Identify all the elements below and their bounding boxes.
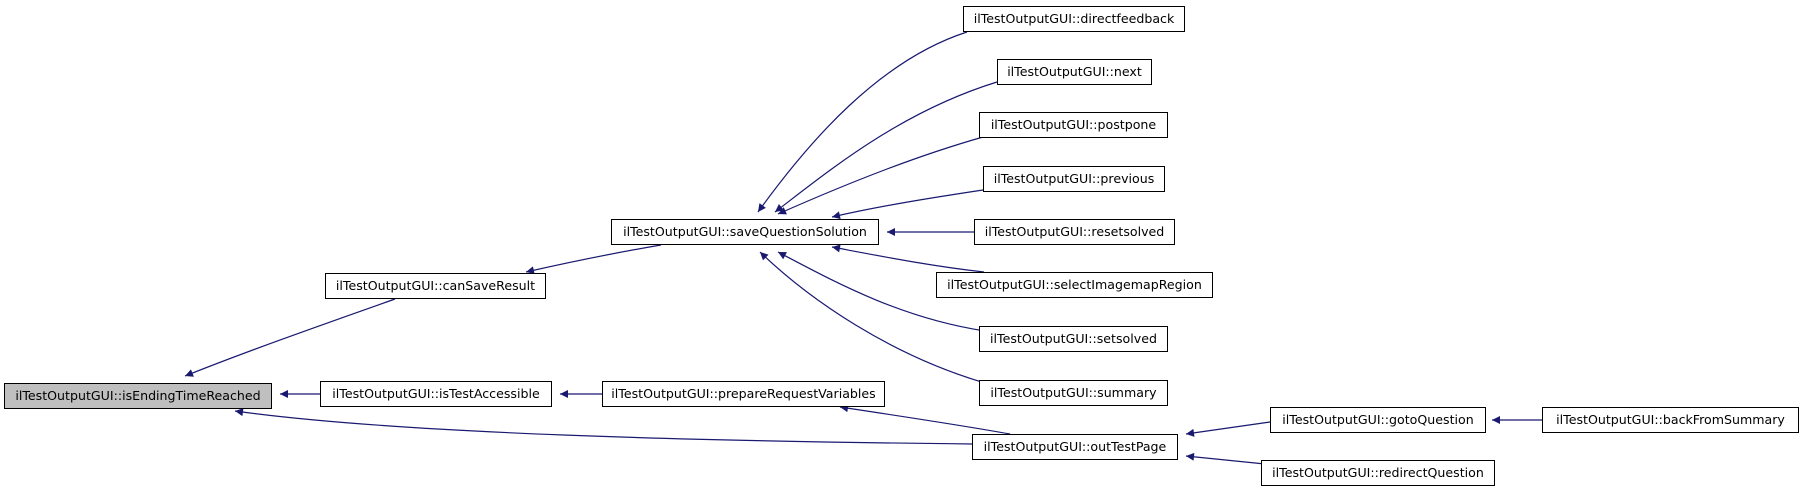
node-postpone[interactable]: ilTestOutputGUI::postpone <box>979 112 1168 138</box>
edge-gotoQuestion-to-outTestPage <box>1185 421 1271 437</box>
node-is-test-accessible[interactable]: ilTestOutputGUI::isTestAccessible <box>320 381 552 407</box>
edge-summary-to-saveQuestionSolution <box>759 251 986 384</box>
edge-outTestPage-to-root <box>234 408 973 445</box>
node-next[interactable]: ilTestOutputGUI::next <box>997 59 1152 85</box>
node-setsolved[interactable]: ilTestOutputGUI::setsolved <box>979 326 1168 352</box>
node-save-question-solution[interactable]: ilTestOutputGUI::saveQuestionSolution <box>611 219 879 245</box>
edge-selectImagemapRegion-to-saveQuestionSolution <box>831 244 985 273</box>
edge-canSaveResult-to-root <box>184 298 396 377</box>
edge-directfeedback-to-saveQuestionSolution <box>757 31 968 213</box>
node-root: ilTestOutputGUI::isEndingTimeReached <box>4 383 272 409</box>
node-select-imagemap-region[interactable]: ilTestOutputGUI::selectImagemapRegion <box>936 272 1213 298</box>
edge-postpone-to-saveQuestionSolution <box>777 136 984 215</box>
edge-layer <box>184 31 1542 465</box>
node-redirect-question[interactable]: ilTestOutputGUI::redirectQuestion <box>1261 460 1495 486</box>
node-resetsolved[interactable]: ilTestOutputGUI::resetsolved <box>974 219 1175 245</box>
edge-setsolved-to-saveQuestionSolution <box>777 251 986 332</box>
edge-redirectQuestion-to-outTestPage <box>1185 452 1266 465</box>
node-goto-question[interactable]: ilTestOutputGUI::gotoQuestion <box>1270 407 1486 433</box>
edge-next-to-saveQuestionSolution <box>774 81 998 213</box>
node-back-from-summary[interactable]: ilTestOutputGUI::backFromSummary <box>1542 407 1799 433</box>
node-can-save-result[interactable]: ilTestOutputGUI::canSaveResult <box>325 273 546 299</box>
node-directfeedback[interactable]: ilTestOutputGUI::directfeedback <box>963 6 1185 32</box>
edge-outTestPage-to-prepareRequestVariables <box>839 404 1011 435</box>
node-out-test-page[interactable]: ilTestOutputGUI::outTestPage <box>972 434 1178 460</box>
edge-saveQuestionSolution-to-canSaveResult <box>525 244 662 275</box>
node-summary[interactable]: ilTestOutputGUI::summary <box>979 380 1168 406</box>
node-prepare-request-variables[interactable]: ilTestOutputGUI::prepareRequestVariables <box>602 381 885 407</box>
edge-previous-to-saveQuestionSolution <box>831 189 984 220</box>
node-previous[interactable]: ilTestOutputGUI::previous <box>983 166 1165 192</box>
